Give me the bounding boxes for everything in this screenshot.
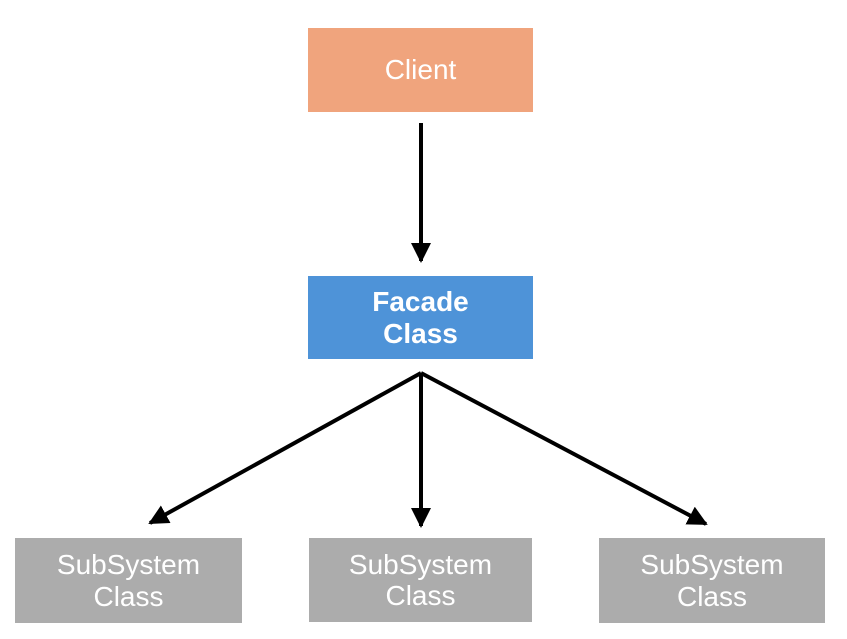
facade-class-node: Facade Class [308,276,533,359]
arrow-facade-to-subsystem-left [148,371,422,525]
subsystem-class-node-left: SubSystem Class [15,538,242,623]
subsystem-class-node-right: SubSystem Class [599,538,825,623]
subsystem-class-node-middle: SubSystem Class [309,538,532,622]
client-node: Client [308,28,533,112]
arrow-facade-to-subsystem-right [420,371,708,526]
